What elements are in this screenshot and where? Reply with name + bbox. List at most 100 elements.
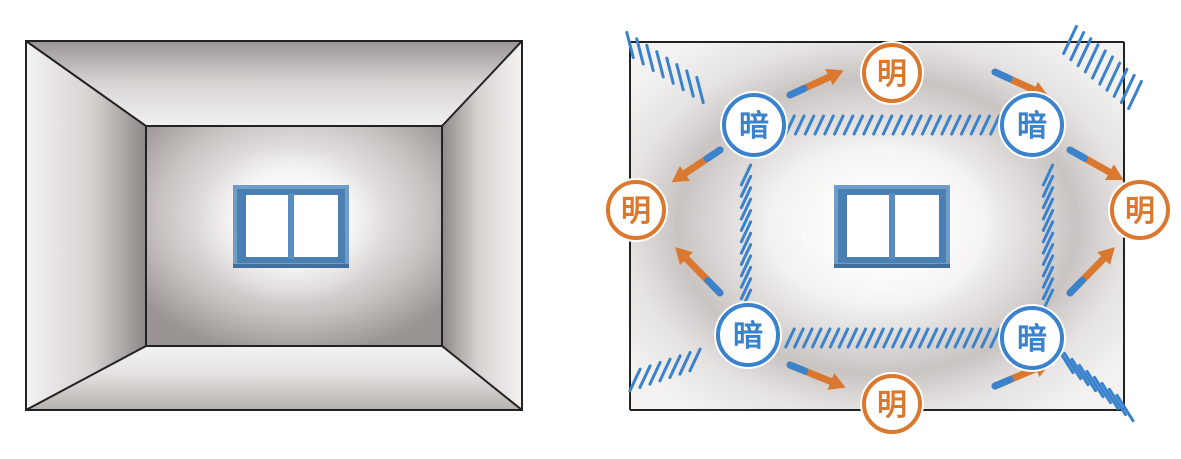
hatch-stroke <box>891 327 903 349</box>
hatch-stroke <box>900 327 912 349</box>
hatch-stroke <box>935 327 948 349</box>
hatch-stroke <box>739 209 753 232</box>
hatch-stroke <box>944 327 957 349</box>
hatch-stroke <box>828 327 841 349</box>
hatch-stroke <box>1041 243 1055 266</box>
marker-ring <box>606 180 666 240</box>
arrow-tail <box>1066 276 1086 297</box>
hatch-stroke <box>909 327 921 349</box>
hatch-stroke <box>881 114 894 136</box>
hatch-stroke <box>803 114 816 136</box>
hatch-stroke <box>688 347 702 373</box>
markers: 暗暗暗暗明明明明 <box>604 41 1172 436</box>
flow-arrow <box>1066 146 1124 180</box>
hatch-stroke <box>862 114 874 136</box>
window-icon <box>834 185 950 268</box>
hatch-stroke <box>648 360 662 386</box>
marker-ring <box>1000 93 1064 157</box>
hatch-stroke <box>658 357 672 383</box>
hatch-stroke <box>1100 381 1120 411</box>
hatch-stroke <box>989 327 1001 349</box>
arrow-tail <box>786 361 809 375</box>
hatch-stroke <box>638 364 652 390</box>
arrow-tail <box>991 376 1014 390</box>
hatch-stroke <box>833 114 845 136</box>
left-wall <box>26 41 146 410</box>
hatch-stroke <box>930 114 943 136</box>
dark-bottom-right-marker: 暗 <box>998 304 1066 372</box>
marker-ring <box>862 43 922 103</box>
bright-right-marker: 明 <box>1108 178 1172 242</box>
hatch-stroke <box>1041 197 1055 221</box>
hatch-stroke <box>1041 265 1055 289</box>
hatch-stroke <box>655 50 665 79</box>
hatch-stroke <box>685 69 695 98</box>
hatch-stroke <box>813 114 826 136</box>
flow-arrow <box>675 247 724 297</box>
hatch-stroke <box>959 114 972 136</box>
hatch-stroke <box>739 163 753 187</box>
marker-ring <box>722 93 786 157</box>
hatch-stroke <box>842 114 855 136</box>
hatch-stroke <box>926 327 939 349</box>
hatch-stroke <box>864 327 876 349</box>
hatch-stroke <box>953 327 966 349</box>
room-illustration-plain <box>25 40 523 411</box>
hatch-stroke <box>917 327 930 349</box>
bright-top-marker: 明 <box>860 41 924 105</box>
hatch-stroke <box>962 327 975 349</box>
arrow-tail <box>786 84 808 99</box>
marker-ring <box>862 374 922 434</box>
hatch-stroke <box>1041 277 1055 301</box>
hatch-stroke <box>1069 31 1086 62</box>
hatch-stroke <box>1119 73 1136 104</box>
hatch-stroke <box>1041 174 1055 198</box>
hatch-stroke <box>668 354 682 380</box>
window-icon <box>233 185 349 268</box>
floor <box>26 346 522 410</box>
marker-ring <box>1000 306 1064 370</box>
hatch-stroke <box>1083 43 1100 74</box>
hatch-stroke <box>1070 357 1090 387</box>
right-wall <box>442 41 522 410</box>
hatch-stroke <box>1062 24 1078 56</box>
hatch-stroke <box>1107 387 1128 417</box>
hatch-stroke <box>739 186 753 210</box>
flow-arrow <box>786 361 846 390</box>
arrow-head <box>827 373 846 390</box>
hatch-stroke <box>1092 375 1113 405</box>
marker-label: 明 <box>1125 194 1155 229</box>
marker-ring <box>716 303 780 367</box>
hatch-stroke <box>979 114 991 136</box>
hatch-stroke <box>1091 49 1107 80</box>
bright-left-marker: 明 <box>604 178 668 242</box>
hatch-stroke <box>1062 351 1083 381</box>
marker-ring <box>1110 180 1170 240</box>
hatch-stroke <box>823 114 835 136</box>
dark-top-left-marker: 暗 <box>720 91 788 159</box>
hatch-stroke <box>1085 369 1105 399</box>
hatch-stroke <box>872 114 884 136</box>
arrow-head <box>675 247 693 265</box>
arrow-tail <box>991 68 1013 83</box>
hatch-stroke <box>1105 61 1122 92</box>
arrow-head <box>671 165 690 183</box>
hatch-stroke <box>837 327 850 349</box>
hatch-stroke <box>1127 79 1143 111</box>
hatch-stroke <box>882 327 894 349</box>
hatch-stroke <box>852 114 865 136</box>
hatch-stroke <box>969 114 982 136</box>
flow-arrow <box>786 68 844 99</box>
hatch-stroke <box>625 30 635 60</box>
flow-arrow <box>1066 247 1115 297</box>
dark-bottom-left-marker: 暗 <box>714 301 782 369</box>
hatch-stroke <box>989 114 1001 136</box>
hatch-stroke <box>739 277 753 301</box>
hatch-stroke <box>1041 254 1055 278</box>
hatch-stroke <box>1112 67 1129 98</box>
hatch-stroke <box>1041 186 1055 210</box>
hatch-stroke <box>1041 209 1055 232</box>
hatch-stroke <box>678 350 692 376</box>
hatch-stroke <box>675 63 685 92</box>
arrow-tail <box>703 146 724 163</box>
